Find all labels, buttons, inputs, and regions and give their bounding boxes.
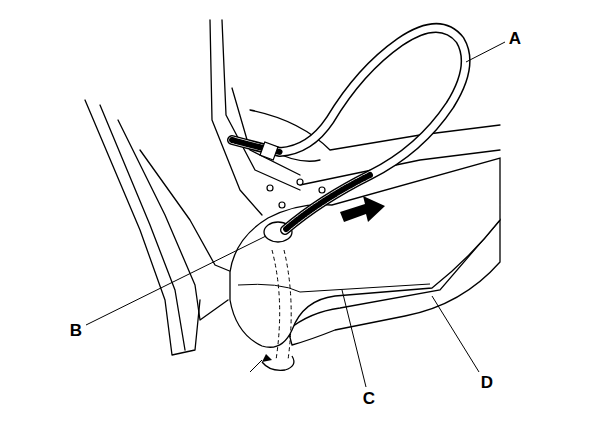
floor-panel [250,110,500,150]
pillar [222,20,300,190]
rotation-arrowhead [262,354,272,362]
callout-letter: D [479,373,495,392]
body-panel [118,120,228,320]
cover [230,158,500,347]
wire-harness [232,28,466,230]
pillar [210,20,262,215]
leader-line [432,296,479,372]
hidden-hose [272,250,280,360]
direction-arrow [340,196,385,222]
callout-letter: B [68,321,84,340]
leader-line [86,236,266,325]
rotation-line [250,360,262,372]
callout-letter: C [361,389,377,408]
cover-edge [238,284,430,292]
clip [260,142,278,160]
body-panel [100,105,185,350]
leader-line [466,42,505,62]
body-panel [140,150,232,272]
hidden-hose [284,250,291,360]
pillar [232,88,300,175]
callout-letter: A [507,29,523,48]
leader-line [342,290,366,387]
